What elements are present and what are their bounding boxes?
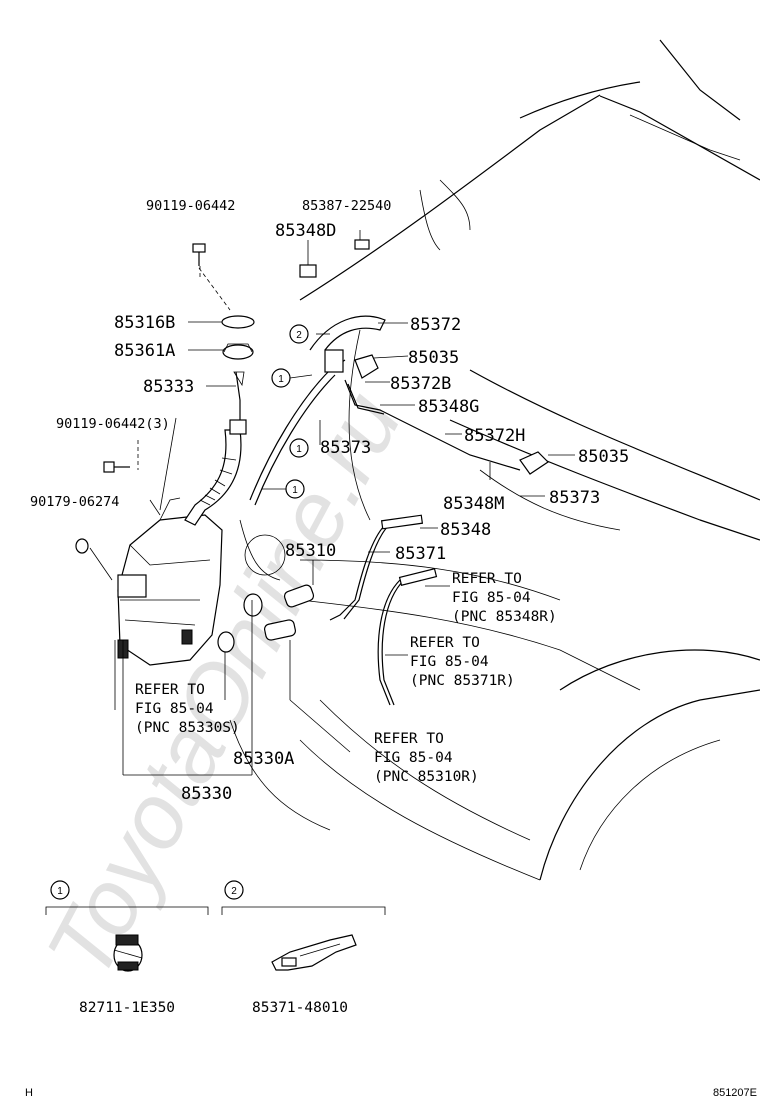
leader-lines (89, 230, 575, 776)
refer-note-85371R: REFER TO FIG 85-04 (PNC 85371R) (410, 635, 515, 689)
label-85348G: 85348G (418, 397, 479, 417)
callout-2: 2 (296, 330, 302, 341)
label-85373-a: 85373 (320, 438, 371, 458)
small-parts (217, 239, 549, 653)
label-85348M: 85348M (443, 494, 504, 514)
label-85310: 85310 (285, 541, 336, 561)
callout-1: 1 (296, 444, 302, 455)
refer-line: REFER TO (410, 635, 480, 651)
refer-note-85348R: REFER TO FIG 85-04 (PNC 85348R) (452, 571, 557, 625)
footer-left-mark: H (25, 1087, 33, 1099)
refer-line: (PNC 85330S) (135, 720, 240, 736)
label-85035-top: 85035 (408, 348, 459, 368)
label-85371: 85371 (395, 544, 446, 564)
label-85372H: 85372H (464, 426, 525, 446)
refer-line: FIG 85-04 (374, 750, 453, 766)
clamp-85371-48010-icon (271, 934, 357, 971)
filler-neck-illustration (184, 371, 247, 526)
clip-82711-1e350-icon (113, 934, 143, 972)
inset-2: 2 85371-48010 (221, 880, 386, 1016)
vehicle-body-outline (229, 39, 760, 881)
label-85348D: 85348D (275, 221, 336, 241)
part-labels: 90119-06442 85387-22540 85348D 85316B 85… (30, 198, 629, 804)
label-85372: 85372 (410, 315, 461, 335)
callout-1: 1 (278, 374, 284, 385)
label-90119-06442-3: 90119-06442(3) (56, 416, 170, 432)
figure-code: 851207E (713, 1087, 757, 1099)
callout-circles: 2 1 1 1 (262, 324, 313, 499)
refer-line: REFER TO (452, 571, 522, 587)
bolt-90119-06442-3-icon (103, 461, 130, 473)
refer-line: FIG 85-04 (452, 590, 531, 606)
cap-85316b-icon (221, 315, 255, 329)
cap-85361a-icon (222, 344, 254, 360)
refer-note-85310R: REFER TO FIG 85-04 (PNC 85310R) (374, 731, 479, 785)
label-85387-22540: 85387-22540 (302, 198, 391, 214)
washer-hoses (249, 315, 521, 706)
refer-note-85330S: REFER TO FIG 85-04 (PNC 85330S) (135, 682, 240, 736)
label-85371-48010: 85371-48010 (252, 1000, 348, 1016)
label-85361A: 85361A (114, 341, 175, 361)
label-82711-1E350: 82711-1E350 (79, 1000, 175, 1016)
label-85035-right: 85035 (578, 447, 629, 467)
label-85372B: 85372B (390, 374, 451, 394)
callout-1: 1 (292, 485, 298, 496)
refer-line: (PNC 85310R) (374, 769, 479, 785)
bolt-90119-06442-icon (192, 243, 206, 266)
label-85316B: 85316B (114, 313, 175, 333)
label-85330A: 85330A (233, 749, 294, 769)
refer-line: FIG 85-04 (135, 701, 214, 717)
label-85333: 85333 (143, 377, 194, 397)
refer-line: REFER TO (135, 682, 205, 698)
label-85330: 85330 (181, 784, 232, 804)
inset-2-callout: 2 (231, 886, 237, 897)
refer-line: (PNC 85348R) (452, 609, 557, 625)
washer-tank-illustration (117, 497, 223, 666)
refer-line: FIG 85-04 (410, 654, 489, 670)
inset-1: 1 82711-1E350 (45, 880, 209, 1016)
inset-1-callout: 1 (57, 886, 63, 897)
label-85348: 85348 (440, 520, 491, 540)
label-90119-06442: 90119-06442 (146, 198, 235, 214)
grommet-90179-06274-icon (75, 538, 89, 554)
label-85373-b: 85373 (549, 488, 600, 508)
refer-line: REFER TO (374, 731, 444, 747)
label-90179-06274: 90179-06274 (30, 494, 119, 510)
refer-line: (PNC 85371R) (410, 673, 515, 689)
